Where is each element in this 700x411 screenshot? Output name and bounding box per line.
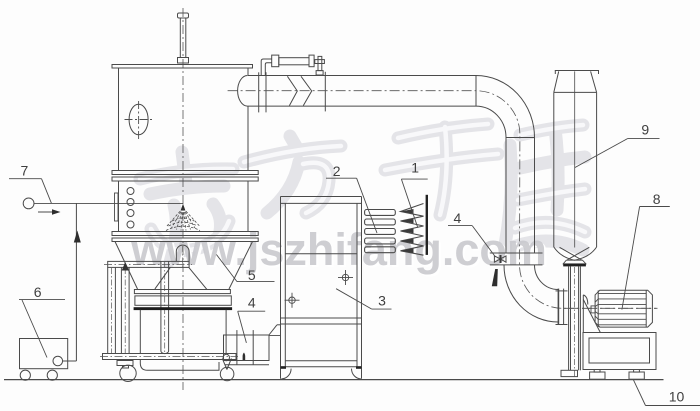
svg-text:4: 4 bbox=[248, 295, 256, 311]
svg-text:6: 6 bbox=[34, 284, 42, 300]
svg-text:7: 7 bbox=[21, 163, 29, 179]
svg-text:2: 2 bbox=[333, 163, 341, 179]
svg-text:www.jszhifang.com: www.jszhifang.com bbox=[132, 226, 549, 277]
svg-text:4: 4 bbox=[454, 210, 462, 226]
svg-text:3: 3 bbox=[378, 293, 386, 309]
svg-text:5: 5 bbox=[248, 267, 256, 283]
svg-text:8: 8 bbox=[653, 191, 661, 207]
svg-text:10: 10 bbox=[669, 389, 685, 405]
svg-text:1: 1 bbox=[411, 160, 419, 176]
svg-text:9: 9 bbox=[641, 122, 649, 138]
